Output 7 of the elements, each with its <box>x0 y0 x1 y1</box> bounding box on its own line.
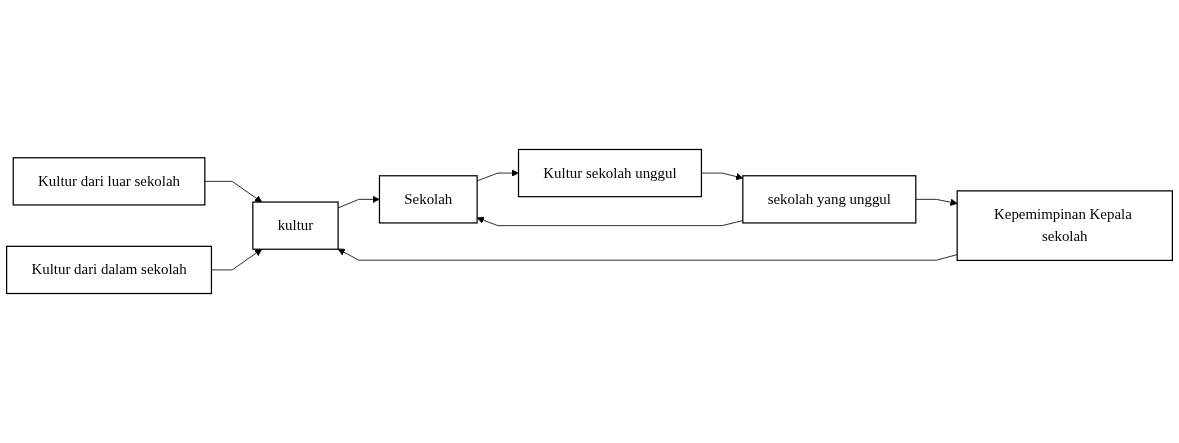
node-box: Kultur dari dalam sekolah <box>6 245 213 295</box>
node-box: Kultur dari luar sekolah <box>12 157 206 206</box>
node-box: Kultur sekolah unggul <box>517 148 703 198</box>
node-box: kultur <box>252 201 339 250</box>
node-box: Sekolah <box>378 175 478 224</box>
node-box: Kepemimpinan Kepala sekolah <box>956 190 1173 261</box>
node-box: sekolah yang unggul <box>742 175 917 224</box>
